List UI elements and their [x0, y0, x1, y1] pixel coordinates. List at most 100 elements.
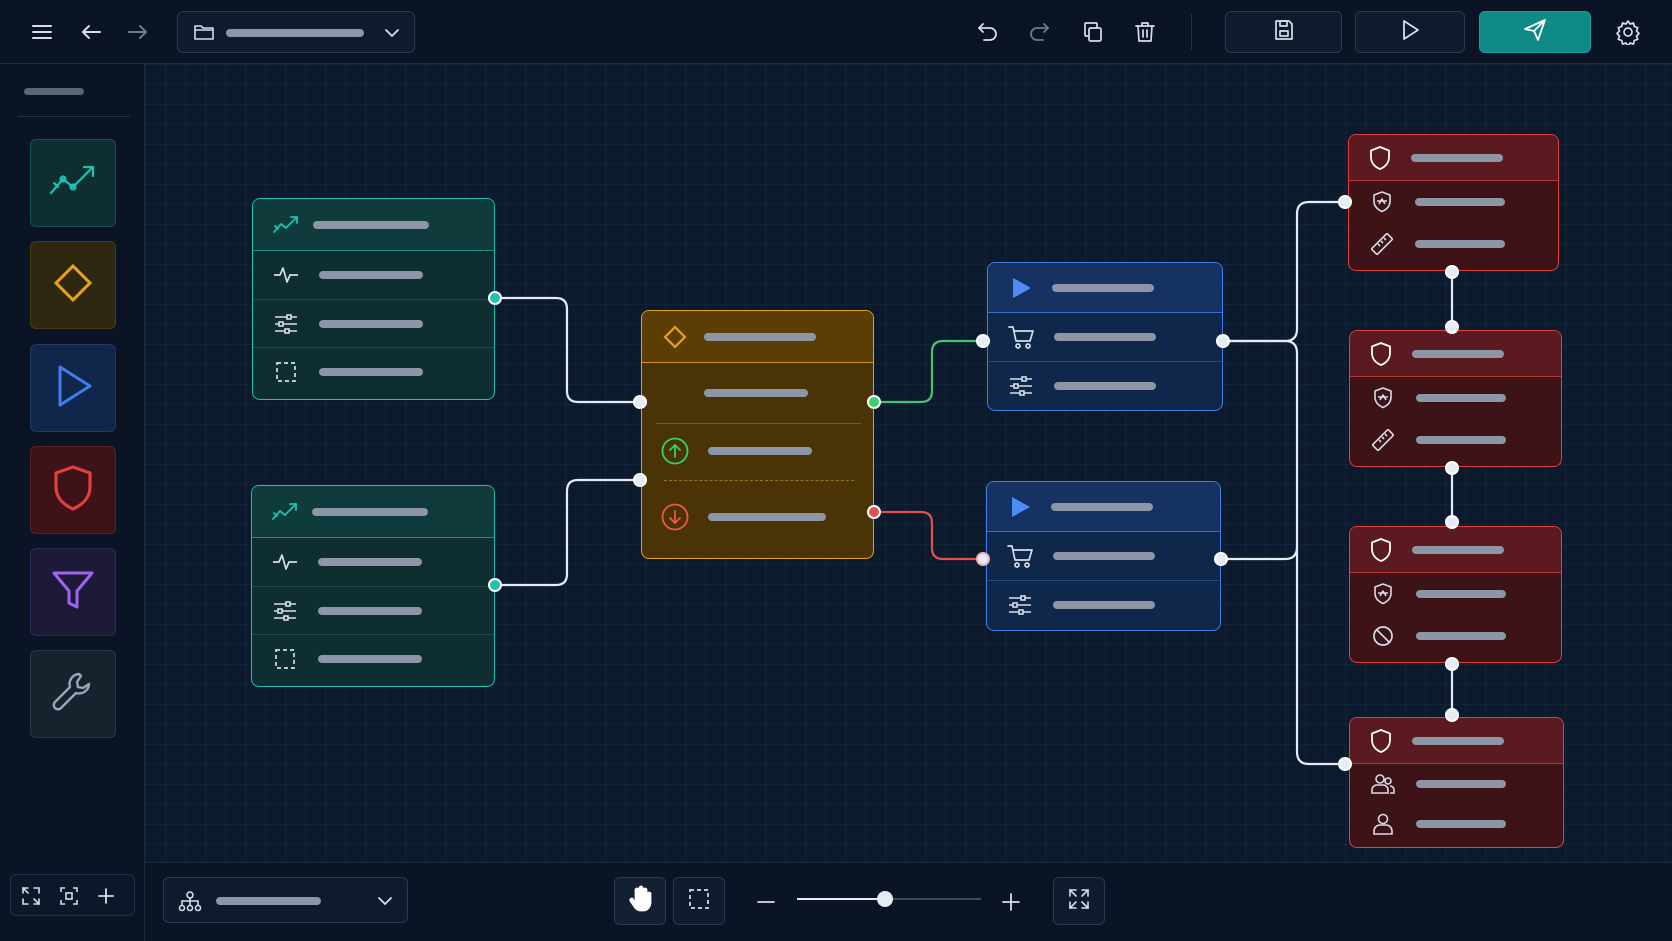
guard-node-1[interactable] [1348, 134, 1559, 271]
row-label-placeholder [318, 558, 422, 566]
guard-node-2[interactable] [1349, 330, 1562, 467]
row-label-placeholder [1416, 394, 1506, 402]
action2-output-port[interactable] [1214, 552, 1228, 566]
sliders-icon [271, 309, 301, 339]
zoom-out-icon[interactable] [756, 892, 776, 916]
forward-arrow-icon[interactable] [118, 12, 158, 52]
select-tool-button[interactable] [673, 877, 725, 925]
action-node-1[interactable] [987, 262, 1223, 411]
row-label-placeholder [708, 447, 812, 455]
node-row [253, 251, 494, 299]
back-arrow-icon[interactable] [71, 12, 111, 52]
guard2-output-port[interactable] [1445, 461, 1459, 475]
save-icon [1272, 18, 1296, 46]
palette-item-filter[interactable] [30, 548, 116, 636]
node-title-placeholder [1412, 349, 1504, 358]
guard3-output-port[interactable] [1445, 657, 1459, 671]
zoom-slider-handle[interactable] [877, 891, 894, 907]
guard4-input-port[interactable] [1445, 708, 1459, 722]
node-title-placeholder [1412, 736, 1504, 745]
chevron-down-icon [384, 25, 400, 44]
menu-icon[interactable] [22, 12, 62, 52]
play-icon [1006, 273, 1036, 303]
action2-input-port[interactable] [976, 552, 990, 566]
run-button[interactable] [1355, 11, 1465, 53]
file-select[interactable] [177, 11, 415, 53]
select-tool-icon [687, 887, 711, 915]
decision-true-port[interactable] [867, 395, 881, 409]
node-row [252, 538, 494, 586]
save-button[interactable] [1225, 11, 1342, 53]
wrench-icon [49, 668, 97, 720]
node-row [1349, 181, 1558, 223]
diamond-icon [50, 260, 96, 310]
guard1-input-port[interactable] [1338, 195, 1352, 209]
palette-item-action[interactable] [30, 344, 116, 432]
decision-node[interactable] [641, 310, 874, 559]
decision-input-port-1[interactable] [633, 395, 647, 409]
source-node-1[interactable] [252, 198, 495, 400]
row-label-placeholder [1415, 240, 1505, 248]
palette-item-decision[interactable] [30, 241, 116, 329]
guard3-input-port[interactable] [1445, 515, 1459, 529]
node-row [988, 361, 1222, 409]
fullscreen-button[interactable] [1053, 877, 1105, 925]
guard2-input-port[interactable] [1445, 320, 1459, 334]
palette-item-trend[interactable] [30, 139, 116, 227]
pulse-icon [271, 260, 301, 290]
fit-view-icon[interactable] [21, 886, 41, 910]
sliders-icon [1005, 590, 1035, 620]
row-label-placeholder [318, 606, 422, 615]
publish-button[interactable] [1479, 11, 1591, 53]
node-row [1350, 764, 1563, 804]
layout-select[interactable] [163, 877, 408, 923]
decision-false-port[interactable] [867, 505, 881, 519]
action1-input-port[interactable] [976, 334, 990, 348]
guard1-output-port[interactable] [1445, 265, 1459, 279]
node-header [252, 486, 494, 538]
row-label-placeholder [1416, 780, 1506, 788]
palette-item-guard[interactable] [30, 446, 116, 534]
gear-icon[interactable] [1608, 12, 1648, 52]
redo-icon[interactable] [1019, 12, 1059, 52]
node-row [987, 580, 1220, 628]
shield-icon [50, 463, 96, 517]
row-label-placeholder [319, 367, 423, 376]
node-header [1349, 135, 1558, 181]
copy-icon[interactable] [1073, 12, 1113, 52]
trend-chart-icon [271, 210, 301, 240]
add-icon[interactable] [96, 886, 116, 910]
node-row [987, 532, 1220, 580]
shield-icon [1368, 537, 1394, 563]
zoom-in-icon[interactable] [1001, 892, 1021, 916]
undo-icon[interactable] [968, 12, 1008, 52]
trash-icon[interactable] [1125, 12, 1165, 52]
row-label-placeholder [1053, 600, 1155, 609]
row-label-placeholder [1054, 333, 1156, 341]
guard-node-4[interactable] [1349, 717, 1564, 848]
select-box-icon [270, 644, 300, 674]
source-node-2[interactable] [251, 485, 495, 687]
source1-output-port[interactable] [488, 291, 502, 305]
fullscreen-icon [1068, 888, 1090, 914]
top-toolbar [0, 0, 1672, 64]
focus-icon[interactable] [59, 886, 79, 910]
node-header [988, 263, 1222, 313]
guard4-left-port[interactable] [1338, 757, 1352, 771]
decision-input-port-2[interactable] [633, 473, 647, 487]
row-label-placeholder [1054, 381, 1156, 390]
play-icon [50, 363, 96, 413]
pulse-icon [270, 547, 300, 577]
node-row [988, 313, 1222, 361]
source2-output-port[interactable] [488, 578, 502, 592]
file-name-placeholder [226, 29, 364, 37]
row-label-placeholder [704, 389, 808, 397]
palette-item-tools[interactable] [30, 650, 116, 738]
action1-output-port[interactable] [1216, 334, 1230, 348]
hand-tool-button[interactable] [614, 877, 666, 925]
row-label-placeholder [1415, 198, 1505, 206]
ruler-icon [1368, 425, 1398, 455]
action-node-2[interactable] [986, 481, 1221, 631]
guard-node-3[interactable] [1349, 526, 1562, 663]
